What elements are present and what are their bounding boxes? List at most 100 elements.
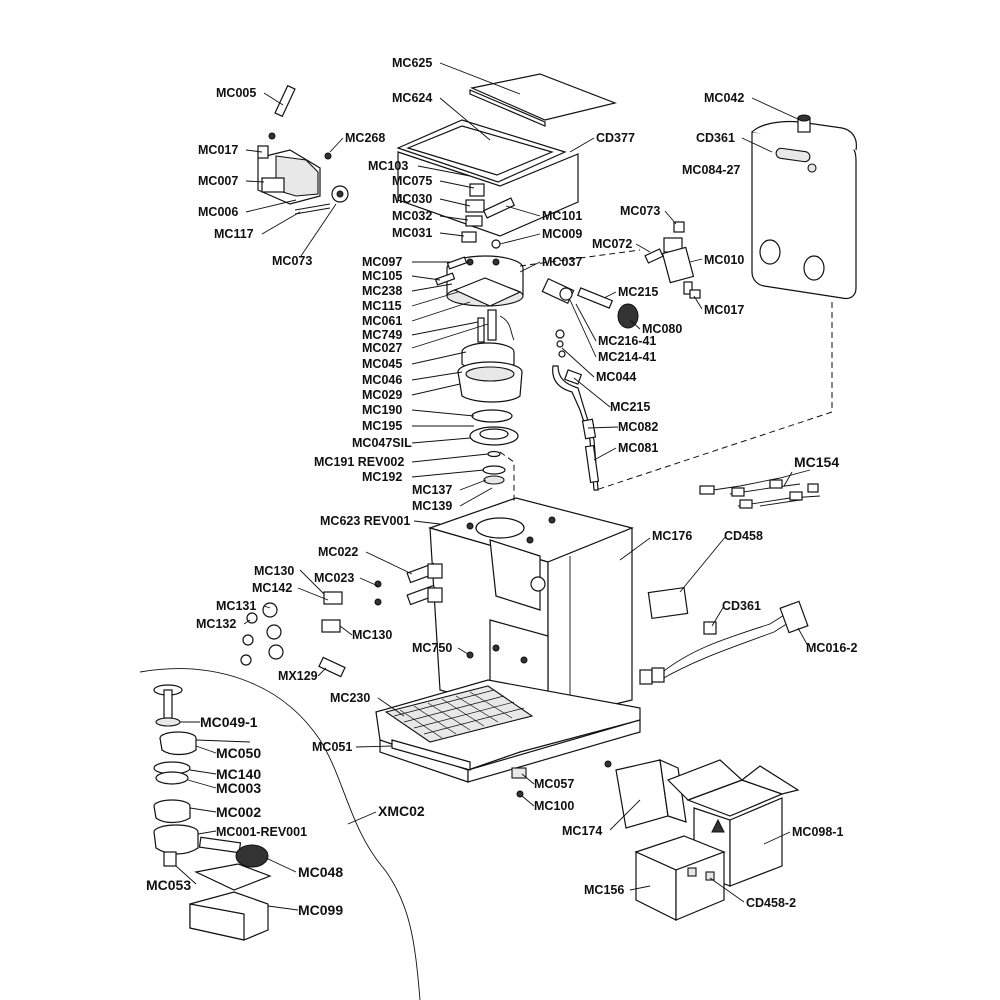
label-mc073-pump: MC073 <box>272 254 312 268</box>
label-mc044: MC044 <box>596 370 636 384</box>
group-head <box>457 342 523 403</box>
label-mc003: MC003 <box>216 780 261 796</box>
pump-rod <box>274 84 296 118</box>
label-mc050: MC050 <box>216 745 261 761</box>
machine-chassis <box>375 497 641 783</box>
label-mc130-bottom: MC130 <box>352 628 392 642</box>
group-gaskets <box>469 409 519 485</box>
label-mc023: MC023 <box>314 571 354 585</box>
solenoid-valve <box>644 221 701 299</box>
power-cord <box>639 600 809 685</box>
label-cd377: CD377 <box>596 131 635 145</box>
label-mc030: MC030 <box>392 192 432 206</box>
label-mc215-valve: MC215 <box>618 285 658 299</box>
label-mc100: MC100 <box>534 799 574 813</box>
label-mc103: MC103 <box>368 159 408 173</box>
boiler-top-fittings <box>461 183 516 249</box>
label-mc625: MC625 <box>392 56 432 70</box>
machine-feet <box>511 760 612 798</box>
label-mc174: MC174 <box>562 824 602 838</box>
label-mc006: MC006 <box>198 205 238 219</box>
label-mc027: MC027 <box>362 341 402 355</box>
label-mc017-valve: MC017 <box>704 303 744 317</box>
label-mc191-rev002: MC191 REV002 <box>314 455 404 469</box>
label-mc007: MC007 <box>198 174 238 188</box>
label-mc073-valve: MC073 <box>620 204 660 218</box>
label-mc156: MC156 <box>584 883 624 897</box>
label-mc140: MC140 <box>216 766 261 782</box>
label-cd361-cord: CD361 <box>722 599 761 613</box>
label-mc115: MC115 <box>362 299 402 313</box>
label-mc750: MC750 <box>412 641 452 655</box>
portafilter-accessories <box>153 684 269 868</box>
label-mc099: MC099 <box>298 902 343 918</box>
label-mx129: MX129 <box>278 669 318 683</box>
instruction-manual <box>615 759 687 829</box>
label-mc022: MC022 <box>318 545 358 559</box>
label-mc098-1: MC098-1 <box>792 825 843 839</box>
label-mc623-rev001: MC623 REV001 <box>320 514 410 528</box>
label-mc047sil: MC047SIL <box>352 436 412 450</box>
label-mc048: MC048 <box>298 864 343 880</box>
label-mc131: MC131 <box>216 599 256 613</box>
label-mc049-1: MC049-1 <box>200 714 258 730</box>
label-mc195: MC195 <box>362 419 402 433</box>
callout-labels: MC005 MC017 MC268 MC007 MC006 MC117 MC07… <box>146 56 857 918</box>
label-mc051: MC051 <box>312 740 352 754</box>
label-mc097: MC097 <box>362 255 402 269</box>
label-mc017-pump: MC017 <box>198 143 238 157</box>
label-mc080: MC080 <box>642 322 682 336</box>
label-mc075: MC075 <box>392 174 432 188</box>
label-mc053: MC053 <box>146 877 191 893</box>
label-mc084-27: MC084-27 <box>682 163 740 177</box>
label-mc032: MC032 <box>392 209 432 223</box>
label-mc268: MC268 <box>345 131 385 145</box>
label-mc002: MC002 <box>216 804 261 820</box>
lid-gasket <box>396 119 567 183</box>
label-mc130-top: MC130 <box>254 564 294 578</box>
label-mc042: MC042 <box>704 91 744 105</box>
label-mc139: MC139 <box>412 499 452 513</box>
label-mc016-2: MC016-2 <box>806 641 857 655</box>
label-mc216-41: MC216-41 <box>598 334 656 348</box>
label-mc142: MC142 <box>252 581 292 595</box>
label-mc072: MC072 <box>592 237 632 251</box>
label-mc001-rev001: MC001-REV001 <box>216 825 307 839</box>
label-mc238: MC238 <box>362 284 402 298</box>
lid-top-panel <box>469 73 618 127</box>
wiring-harness <box>699 469 821 509</box>
leader-lines <box>175 62 809 911</box>
label-mc192: MC192 <box>362 470 402 484</box>
shipping-box-small <box>634 835 726 921</box>
label-mc046: MC046 <box>362 373 402 387</box>
label-mc031: MC031 <box>392 226 432 240</box>
label-mc176: MC176 <box>652 529 692 543</box>
drip-tray-grid <box>384 685 534 771</box>
label-mc045: MC045 <box>362 357 402 371</box>
label-mc190: MC190 <box>362 403 402 417</box>
boiler <box>434 255 524 307</box>
label-mc061: MC061 <box>362 314 402 328</box>
label-xmc02: XMC02 <box>378 803 425 819</box>
label-mc057: MC057 <box>534 777 574 791</box>
label-mc230: MC230 <box>330 691 370 705</box>
pump-assembly <box>257 84 349 215</box>
label-mc749: MC749 <box>362 328 402 342</box>
water-hose-dashed <box>519 249 641 267</box>
label-mc215-wand: MC215 <box>610 400 650 414</box>
label-mc214-41: MC214-41 <box>598 350 656 364</box>
label-mc132: MC132 <box>196 617 236 631</box>
cd458-label-sticker <box>647 586 689 620</box>
top-cover <box>397 151 579 237</box>
label-mc105: MC105 <box>362 269 402 283</box>
label-mc005: MC005 <box>216 86 256 100</box>
steam-valve-assembly <box>541 277 639 358</box>
label-cd458-2: CD458-2 <box>746 896 796 910</box>
label-mc137: MC137 <box>412 483 452 497</box>
label-mc101: MC101 <box>542 209 582 223</box>
label-cd361-tank: CD361 <box>696 131 735 145</box>
label-cd458: CD458 <box>724 529 763 543</box>
label-mc154: MC154 <box>794 454 839 470</box>
